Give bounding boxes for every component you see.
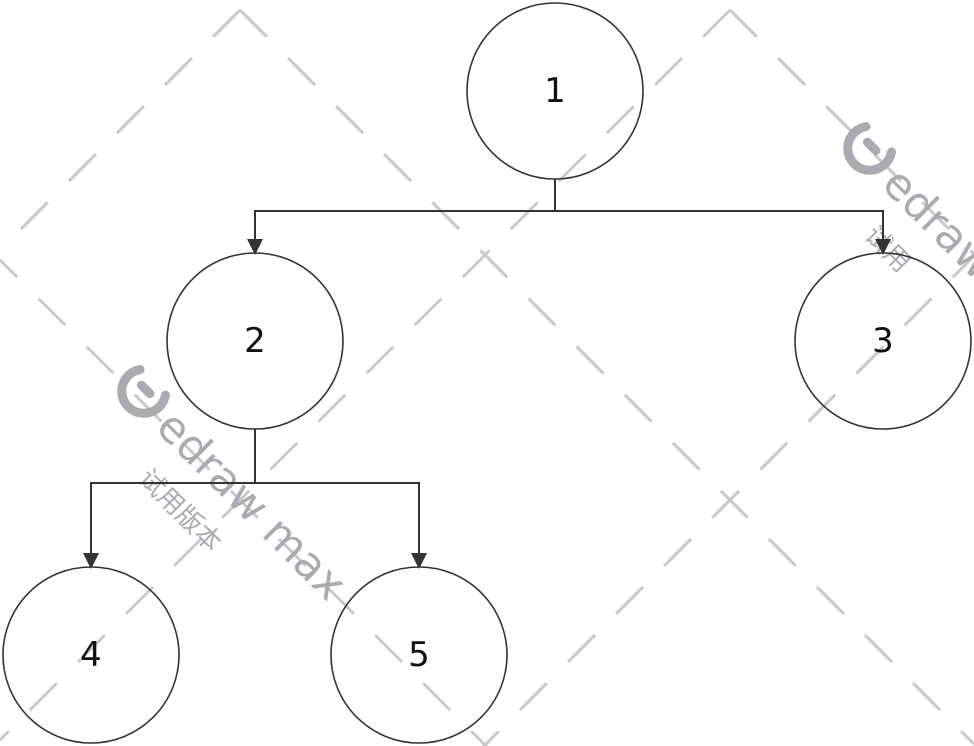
tree-node-5[interactable]: 5 — [330, 566, 508, 744]
edge-2-4 — [90, 429, 256, 555]
node-circle — [466, 2, 644, 180]
node-label: 5 — [408, 635, 430, 675]
node-label: 2 — [244, 321, 266, 361]
edraw-logo-icon — [117, 365, 170, 418]
node-circle — [794, 252, 972, 430]
edge-2-5 — [255, 482, 420, 555]
tree-node-3[interactable]: 3 — [794, 252, 972, 430]
node-circle — [330, 566, 508, 744]
watermark-trial-2: 试用 — [858, 221, 916, 279]
edge-1-2 — [254, 179, 556, 241]
node-circle — [166, 252, 344, 430]
tree-node-1[interactable]: 1 — [466, 2, 644, 180]
node-label: 3 — [872, 321, 894, 361]
arrowhead-icon — [411, 553, 427, 569]
watermark-lattice — [0, 8, 974, 746]
node-label: 1 — [544, 71, 566, 111]
node-circle — [2, 566, 180, 744]
watermark-upper: edraw 试用 — [843, 122, 974, 290]
arrowhead-icon — [83, 553, 99, 569]
tree-node-2[interactable]: 2 — [166, 252, 344, 430]
edraw-logo-icon-2 — [843, 122, 896, 175]
node-label: 4 — [80, 635, 102, 675]
arrowhead-icon — [247, 239, 263, 255]
tree-node-4[interactable]: 4 — [2, 566, 180, 744]
arrowhead-icon — [875, 239, 891, 255]
edraw-logo-dot-icon-2 — [862, 137, 881, 156]
edges — [83, 179, 891, 569]
edraw-logo-dot-icon — [136, 380, 155, 399]
watermark-lower: edraw max 试用版本 — [117, 365, 356, 611]
edge-1-3 — [555, 210, 884, 241]
